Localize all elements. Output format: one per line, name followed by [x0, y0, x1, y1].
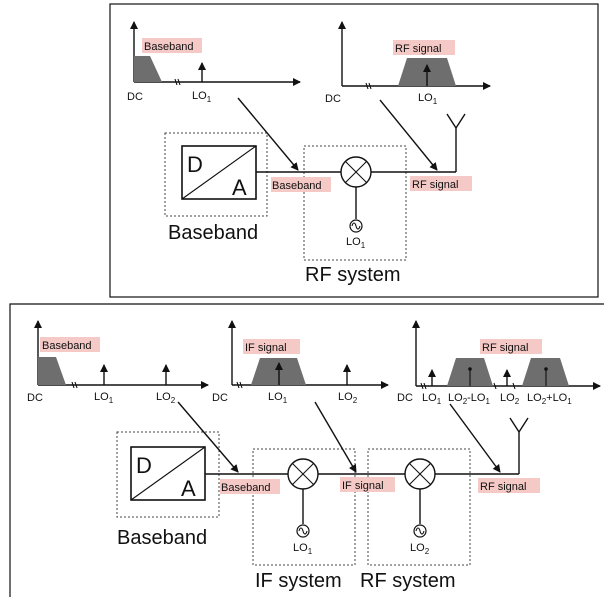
- bottom-baseband-title: Baseband: [117, 527, 207, 549]
- bottom-mixer-2-icon: [404, 458, 436, 490]
- top-oscillator-icon: [349, 219, 363, 233]
- bottom-oscillator-2-icon: [413, 524, 427, 538]
- bottom-osc2-label: LO2: [410, 542, 430, 556]
- top-left-lo-label: LO1: [192, 90, 212, 104]
- top-left-band-label: Baseband: [144, 41, 194, 53]
- bottom-dac-block: D A: [130, 446, 206, 501]
- b3-sum-label: LO2+LO1: [527, 392, 572, 406]
- bottom-spectrum-rf: RF signal DC LO1 LO2-LO1 LO2 LO2+LO1: [397, 320, 601, 406]
- top-mixer-icon: [340, 156, 372, 188]
- top-right-lo-label: LO1: [418, 92, 438, 106]
- b3-diff-label: LO2-LO1: [448, 392, 490, 406]
- top-rf-title: RF system: [305, 264, 401, 286]
- bottom-osc1-label: LO1: [293, 542, 313, 556]
- bottom-dac-a: A: [181, 476, 196, 501]
- bottom-dac-d: D: [136, 453, 152, 478]
- top-spectrum-rf: RF signal DC LO1: [325, 21, 491, 106]
- top-wire-rf-label: RF signal: [412, 179, 458, 191]
- bottom-panel-frame: [9, 303, 604, 597]
- b1-lo2-label: LO2: [156, 391, 176, 405]
- bottom-if-dashed-box: [252, 448, 356, 566]
- b2-band-label: IF signal: [245, 342, 287, 354]
- top-right-dc-label: DC: [325, 93, 341, 105]
- top-dac-a: A: [232, 175, 247, 200]
- top-baseband-title: Baseband: [168, 222, 258, 244]
- bottom-if-title: IF system: [255, 570, 342, 592]
- bottom-spectrum-baseband: Baseband DC LO1 LO2: [27, 320, 209, 405]
- b2-lo2-label: LO2: [338, 391, 358, 405]
- bottom-spectrum-if: IF signal DC LO1 LO2: [212, 320, 389, 405]
- top-osc-label: LO1: [346, 236, 366, 250]
- b3-band-label: RF signal: [482, 342, 528, 354]
- b1-lo1-label: LO1: [94, 391, 114, 405]
- b2-dc-label: DC: [212, 392, 228, 404]
- b3-lo2-label: LO2: [500, 392, 520, 406]
- bottom-oscillator-1-icon: [296, 524, 310, 538]
- bottom-mixer-1-icon: [287, 458, 319, 490]
- bottom-rf-dashed-box: [367, 448, 471, 566]
- bottom-wire-baseband-label: Baseband: [221, 482, 271, 494]
- b3-dc-label: DC: [397, 392, 413, 404]
- top-baseband-dashed-box: [164, 132, 268, 217]
- top-dac-block: D A: [181, 145, 257, 200]
- b1-dc-label: DC: [27, 392, 43, 404]
- top-panel-frame: [109, 3, 599, 298]
- top-left-dc-label: DC: [127, 91, 143, 103]
- top-spectrum-baseband: Baseband DC LO1: [127, 21, 301, 104]
- b1-band-label: Baseband: [42, 340, 92, 352]
- top-dac-d: D: [187, 152, 203, 177]
- b2-lo1-label: LO1: [268, 391, 288, 405]
- b3-lo1-label: LO1: [422, 392, 442, 406]
- bottom-wire-if-label: IF signal: [342, 480, 384, 492]
- bottom-wire-rf-label: RF signal: [480, 481, 526, 493]
- top-wire-baseband-label: Baseband: [272, 180, 322, 192]
- top-right-band-label: RF signal: [395, 43, 441, 55]
- bottom-rf-title: RF system: [360, 570, 456, 592]
